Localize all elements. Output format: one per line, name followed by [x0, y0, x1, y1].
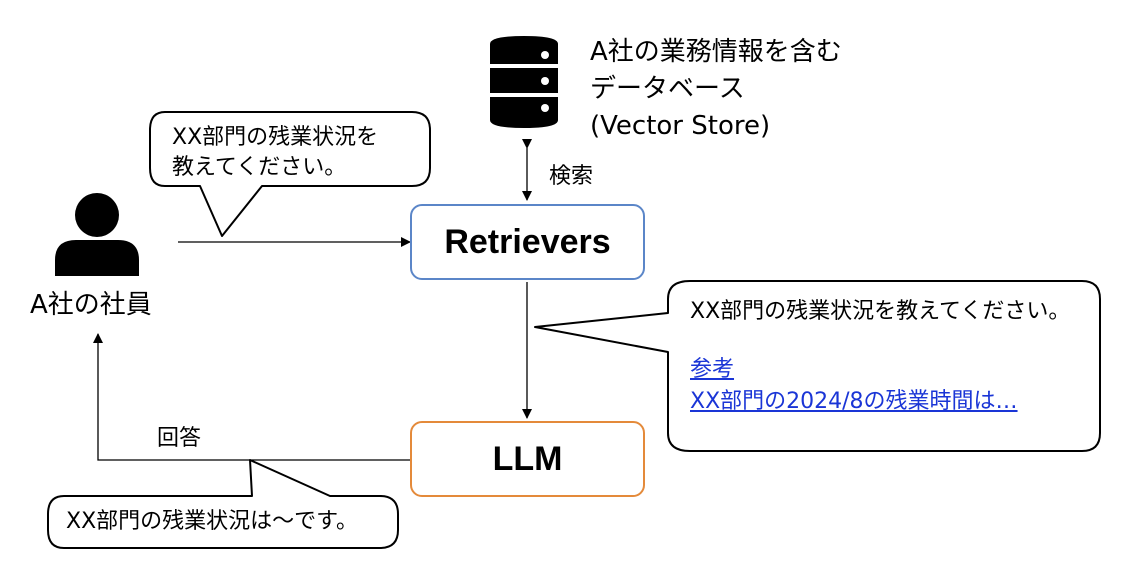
prompt-bubble-outline [534, 280, 1101, 452]
question-bubble-text: XX部門の残業状況を 教えてください。 [172, 123, 378, 183]
database-icon [490, 36, 558, 128]
database-label: A社の業務情報を含む データベース (Vector Store) [590, 34, 842, 145]
llm-to-user-arrow [93, 333, 410, 461]
database-label-line3: (Vector Store) [590, 111, 771, 141]
question-bubble-outline [149, 111, 431, 237]
llm-node: LLM [410, 421, 645, 497]
database-label-line2: データベース [590, 74, 745, 104]
reference-title-link[interactable]: 参考 [690, 357, 735, 382]
prompt-line1: XX部門の残業状況を教えてください。 [690, 299, 1071, 324]
retriever-label: Retrievers [444, 222, 611, 261]
question-line1: XX部門の残業状況を [172, 125, 379, 150]
reference-item-link[interactable]: XX部門の2024/8の残業時間は… [690, 389, 1018, 414]
answer-bubble-text: XX部門の残業状況は～です。 [66, 509, 358, 534]
retriever-node: Retrievers [410, 204, 645, 280]
person-icon [55, 193, 139, 276]
answer-bubble-outline [47, 459, 399, 549]
prompt-bubble-text: XX部門の残業状況を教えてください。 参考 XX部門の2024/8の残業時間は… [690, 296, 1070, 418]
user-label: A社の社員 [30, 290, 152, 320]
database-label-line1: A社の業務情報を含む [590, 37, 842, 67]
question-line2: 教えてください。 [172, 155, 347, 180]
llm-label: LLM [492, 439, 563, 478]
answer-label: 回答 [157, 426, 202, 451]
search-label: 検索 [549, 164, 594, 189]
